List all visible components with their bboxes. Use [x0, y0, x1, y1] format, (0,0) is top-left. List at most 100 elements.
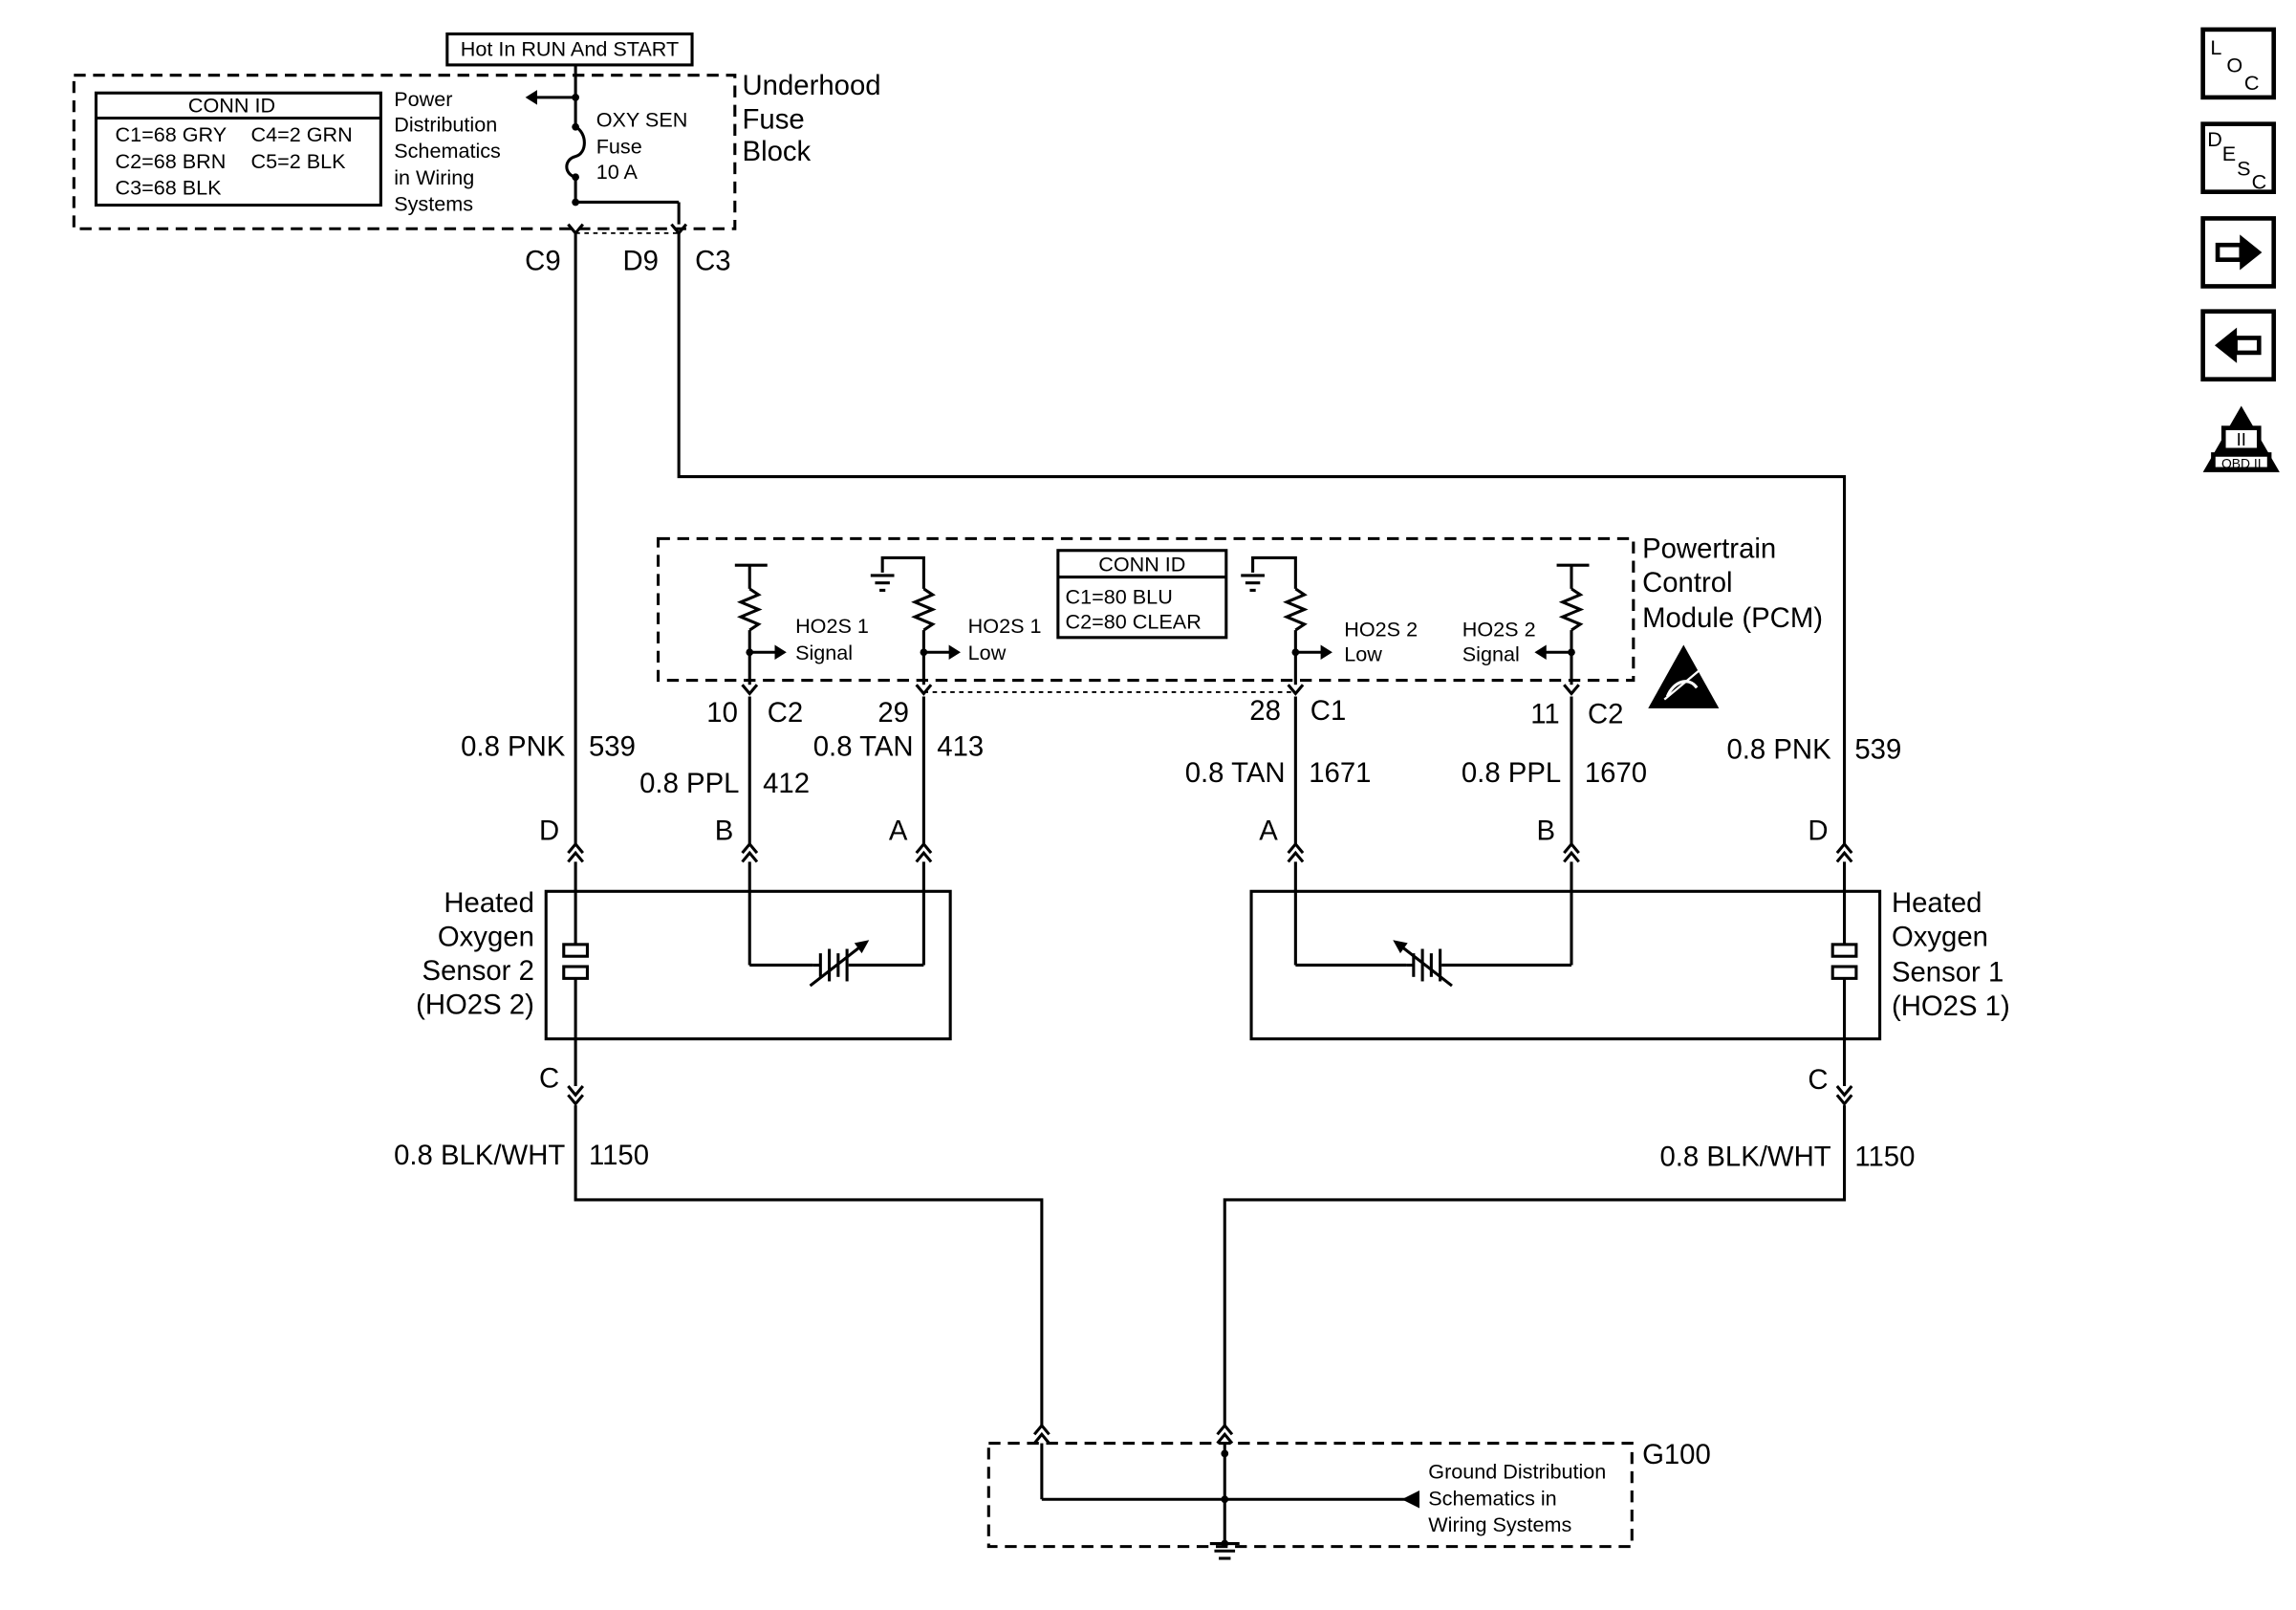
resistor-icon — [736, 587, 763, 632]
power-dist-line: in Wiring — [394, 165, 474, 189]
power-dist-line: Schematics — [394, 139, 501, 163]
pcm-pin-label: 10 — [706, 697, 738, 729]
sensor-name: (HO2S 2) — [416, 989, 534, 1020]
pin-label: D — [539, 815, 559, 846]
wire-color-label: 0.8 PPL — [1462, 757, 1561, 789]
variable-voltage-source-icon — [809, 940, 870, 988]
fuse-conn-c1: C1=68 GRY — [116, 122, 227, 146]
ground-dist-line: Schematics in — [1428, 1486, 1556, 1510]
ground-connector — [1216, 1423, 1234, 1445]
wire-routing — [574, 232, 1847, 1427]
ho2s1-signal-circuit: HO2S 1 Signal — [734, 563, 869, 685]
connector-pin-d — [567, 841, 585, 863]
wire-color-label: 0.8 PNK — [1726, 733, 1831, 765]
arrow-left-icon — [525, 90, 537, 105]
ho2s2-sensor: Heated Oxygen Sensor 2 (HO2S 2) D B A C — [416, 815, 952, 1106]
wire-circuit-label: 539 — [589, 730, 636, 762]
fuse-conn-c2: C2=68 BRN — [116, 149, 227, 173]
pcm-conn-c1: C1=80 BLU — [1066, 584, 1173, 608]
arrow-right-icon — [2215, 234, 2263, 271]
wire-circuit-label: 1150 — [589, 1140, 649, 1171]
wire-circuit-label: 413 — [937, 730, 984, 762]
wire-circuit-label: 412 — [763, 768, 810, 799]
sensor-name: Oxygen — [1892, 921, 1988, 952]
ho2s1-sensor-body — [1249, 889, 1882, 1041]
pin-label: A — [889, 815, 908, 846]
fuse-conn-id-table — [94, 91, 382, 207]
connector-pin-c — [567, 1085, 585, 1106]
desc-letter: C — [2252, 170, 2267, 194]
wire-color-label: 0.8 PPL — [639, 768, 739, 799]
ho2s2-low-circuit: HO2S 2 Low — [1241, 555, 1418, 685]
pcm-module: Powertrain Control Module (PCM) CONN ID … — [657, 533, 1823, 729]
terminal-c9-label: C9 — [525, 245, 560, 276]
pcm-circuit-label: HO2S 2 — [1344, 617, 1418, 641]
loc-letter: L — [2210, 35, 2221, 59]
resistor-icon — [911, 587, 937, 632]
sensor-name: Heated — [1892, 887, 1982, 919]
sensor-name: Sensor 1 — [1892, 956, 2004, 988]
connector-pin-d — [1835, 841, 1853, 863]
fuse-line: 10 A — [596, 160, 639, 184]
desc-letter: S — [2237, 157, 2250, 181]
forward-button[interactable] — [2200, 216, 2277, 289]
sensor-name: (HO2S 1) — [1892, 990, 2010, 1022]
wire-1150-right — [1223, 1105, 1847, 1427]
pcm-pin-label: 11 — [1530, 698, 1559, 729]
fuse-conn-c4: C4=2 GRN — [251, 122, 353, 146]
connector-pin-b — [741, 841, 759, 863]
pin-label: A — [1259, 815, 1278, 846]
pcm-conn-label: C2 — [1588, 698, 1623, 729]
ground-name: G100 — [1642, 1439, 1711, 1470]
ground-symbol-icon — [1209, 1539, 1240, 1560]
pin-label: C — [539, 1063, 559, 1095]
pcm-terminals: 10 C2 29 28 C1 11 C2 — [706, 684, 1623, 729]
power-dist-line: Distribution — [394, 112, 497, 136]
fuse-block-name: Underhood — [743, 70, 881, 101]
pcm-conn-id-table — [1056, 549, 1228, 640]
loc-letter: O — [2226, 54, 2242, 77]
fuse-block-outline — [72, 74, 737, 230]
fuse-line: Fuse — [596, 135, 642, 159]
pin-label: B — [1536, 815, 1555, 846]
hot-label: Hot In RUN And START — [461, 37, 679, 61]
pcm-conn-id-title: CONN ID — [1098, 552, 1185, 576]
fuse-line: OXY SEN — [596, 108, 688, 132]
location-button[interactable]: L O C — [2200, 27, 2277, 100]
obd-ii-button[interactable]: II OBD II — [2202, 405, 2280, 472]
pcm-pin-label: 29 — [877, 697, 909, 729]
underhood-fuse-block: Hot In RUN And START CONN ID C1=68 GRY C… — [72, 32, 881, 276]
pcm-circuit-label: Signal — [795, 641, 853, 664]
fuse-block-name: Block — [743, 136, 812, 167]
pcm-circuit-label: Signal — [1462, 642, 1520, 666]
arrow-left-icon — [2214, 327, 2262, 363]
ground-outline — [986, 1442, 1634, 1549]
fuse-conn-c5: C5=2 BLK — [251, 149, 347, 173]
terminal-c3-label: C3 — [695, 245, 730, 276]
pin-label: B — [715, 815, 734, 846]
description-button[interactable]: D E S C — [2200, 121, 2277, 194]
variable-voltage-source-icon — [1393, 940, 1453, 988]
wire-color-label: 0.8 BLK/WHT — [1659, 1141, 1830, 1172]
resistor-icon — [1283, 587, 1309, 632]
desc-letter: E — [2222, 141, 2236, 165]
back-button[interactable] — [2200, 309, 2277, 382]
pcm-name: Module (PCM) — [1642, 602, 1823, 634]
pin-label: D — [1808, 815, 1828, 846]
heater-element-icon — [1830, 943, 1858, 958]
pcm-circuit-label: HO2S 1 — [968, 614, 1042, 638]
wire-color-label: 0.8 PNK — [461, 730, 566, 762]
sensor-name: Oxygen — [438, 921, 534, 952]
wire-color-label: 0.8 BLK/WHT — [394, 1140, 565, 1171]
fuse-conn-c3: C3=68 BLK — [116, 176, 223, 200]
sensor-name: Heated — [444, 887, 534, 919]
power-dist-line: Power — [394, 87, 452, 111]
pcm-circuit-label: HO2S 1 — [795, 614, 869, 638]
esd-warning-icon — [1648, 644, 1720, 708]
fuse-symbol — [565, 125, 586, 179]
connector-pin-a — [915, 841, 933, 863]
desc-letter: D — [2207, 127, 2222, 151]
pin-label: C — [1808, 1064, 1828, 1096]
ground-g100: G100 Ground Distribution Schematics in W… — [986, 1423, 1711, 1560]
ground-connector — [1032, 1423, 1051, 1445]
